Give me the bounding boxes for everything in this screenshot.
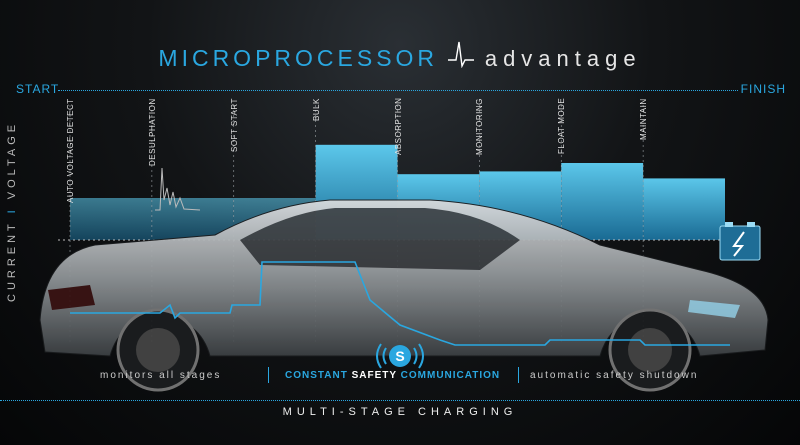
safety-communication-icon: S xyxy=(376,343,424,369)
stage-label: MAINTAIN xyxy=(639,98,649,140)
timeline-finish: FINISH xyxy=(740,82,786,96)
pulse-icon xyxy=(448,41,475,68)
footer-title: MULTI-STAGE CHARGING xyxy=(282,406,518,418)
title-microprocessor: MICROPROCESSOR xyxy=(158,45,439,71)
feature-separator xyxy=(518,367,519,383)
timeline-line xyxy=(58,90,738,91)
stage-label: DESULPHATION xyxy=(147,98,157,166)
feature-safety-communication: CONSTANT SAFETY COMMUNICATION xyxy=(285,370,500,381)
title-advantage: advantage xyxy=(484,46,642,71)
stage-label: BULK xyxy=(311,98,321,121)
footer-line xyxy=(0,400,800,401)
stage-label: FLOAT MODE xyxy=(557,98,567,155)
badge-letter: S xyxy=(395,348,404,364)
feature-communication: COMMUNICATION xyxy=(400,370,501,381)
desulphation-spikes xyxy=(155,167,201,211)
feature-constant: CONSTANT xyxy=(285,370,348,381)
stage-bar xyxy=(70,198,152,240)
feature-monitors: monitors all stages xyxy=(100,370,222,381)
timeline-start: START xyxy=(16,82,60,96)
feature-auto-shutdown: automatic safety shutdown xyxy=(530,370,699,381)
stage-label: ABSORPTION xyxy=(393,98,403,156)
stage-bar xyxy=(561,163,644,240)
feature-safety: SAFETY xyxy=(351,370,397,381)
stage-label: SOFT START xyxy=(229,98,239,152)
sports-car-image xyxy=(39,199,769,392)
stage-label: MONITORING xyxy=(475,98,485,155)
battery-icon xyxy=(719,222,761,261)
current-curve xyxy=(70,261,730,346)
feature-separator xyxy=(268,367,269,383)
stage-bar xyxy=(643,178,725,240)
stage-label: AUTO VOLTAGE DETECT xyxy=(66,98,75,203)
page-title: MICROPROCESSOR advantage xyxy=(0,38,800,72)
